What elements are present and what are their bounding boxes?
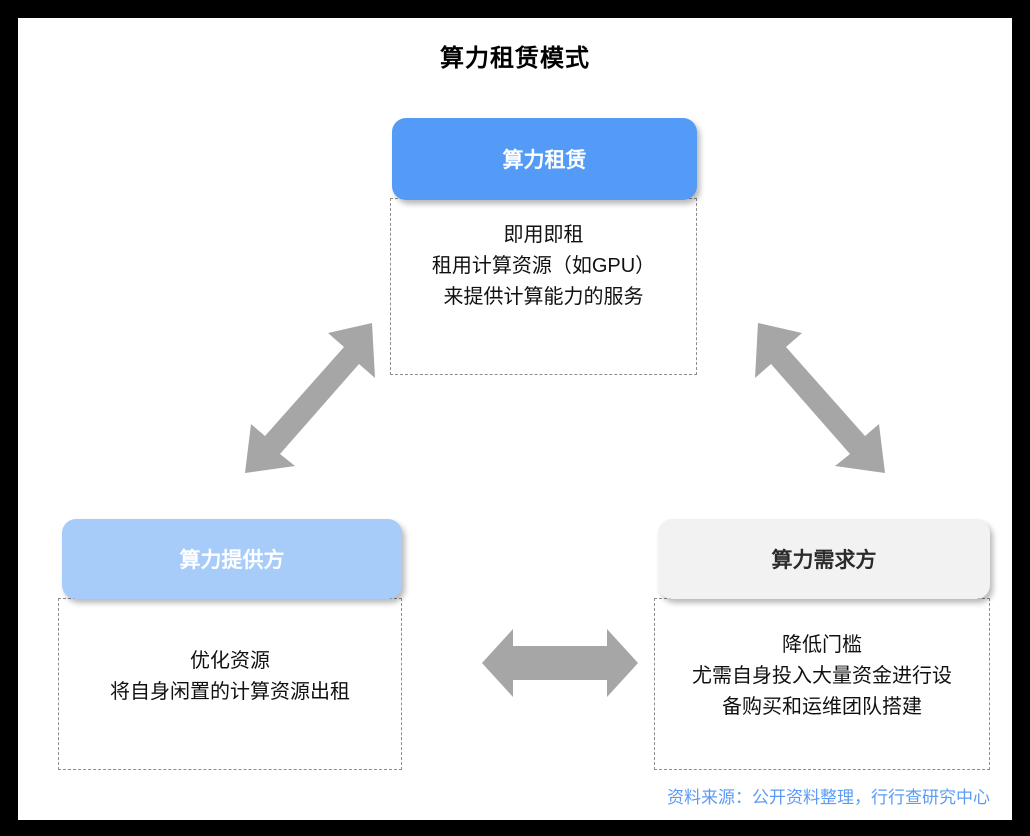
- source-note: 资料来源：公开资料整理，行行查研究中心: [667, 788, 990, 807]
- node-header-label: 算力租赁: [502, 149, 587, 172]
- diagram-canvas: 算力租赁模式 算力租赁 即用即租 租用计算资源（如GPU） 来提供计算能力的服务…: [18, 18, 1012, 820]
- node-header-compute-provider[interactable]: 算力提供方: [62, 519, 402, 599]
- double-arrow-horizontal-icon: [482, 629, 638, 697]
- node-header-computing-lease[interactable]: 算力租赁: [392, 118, 697, 200]
- double-arrow-up-left-icon: [755, 323, 885, 473]
- node-compute-demander[interactable]: 降低门槛 尤需自身投入大量资金进行设 备购买和运维团队搭建: [654, 598, 990, 770]
- page-title: 算力租赁模式: [440, 45, 590, 72]
- node-computing-lease[interactable]: 即用即租 租用计算资源（如GPU） 来提供计算能力的服务: [390, 198, 697, 375]
- node-header-label: 算力需求方: [771, 549, 877, 572]
- node-description-compute-demander: 降低门槛 尤需自身投入大量资金进行设 备购买和运维团队搭建: [692, 634, 952, 718]
- node-description-compute-provider: 优化资源 将自身闲置的计算资源出租: [110, 650, 350, 703]
- node-compute-provider[interactable]: 优化资源 将自身闲置的计算资源出租: [58, 598, 402, 770]
- node-body-outline: [390, 198, 697, 375]
- double-arrow-up-right-icon: [245, 323, 375, 473]
- node-body-outline: [58, 598, 402, 770]
- node-header-label: 算力提供方: [179, 549, 285, 572]
- node-description-computing-lease: 即用即租 租用计算资源（如GPU） 来提供计算能力的服务: [431, 224, 656, 308]
- node-body-outline: [654, 598, 990, 770]
- node-header-compute-demander[interactable]: 算力需求方: [658, 519, 990, 599]
